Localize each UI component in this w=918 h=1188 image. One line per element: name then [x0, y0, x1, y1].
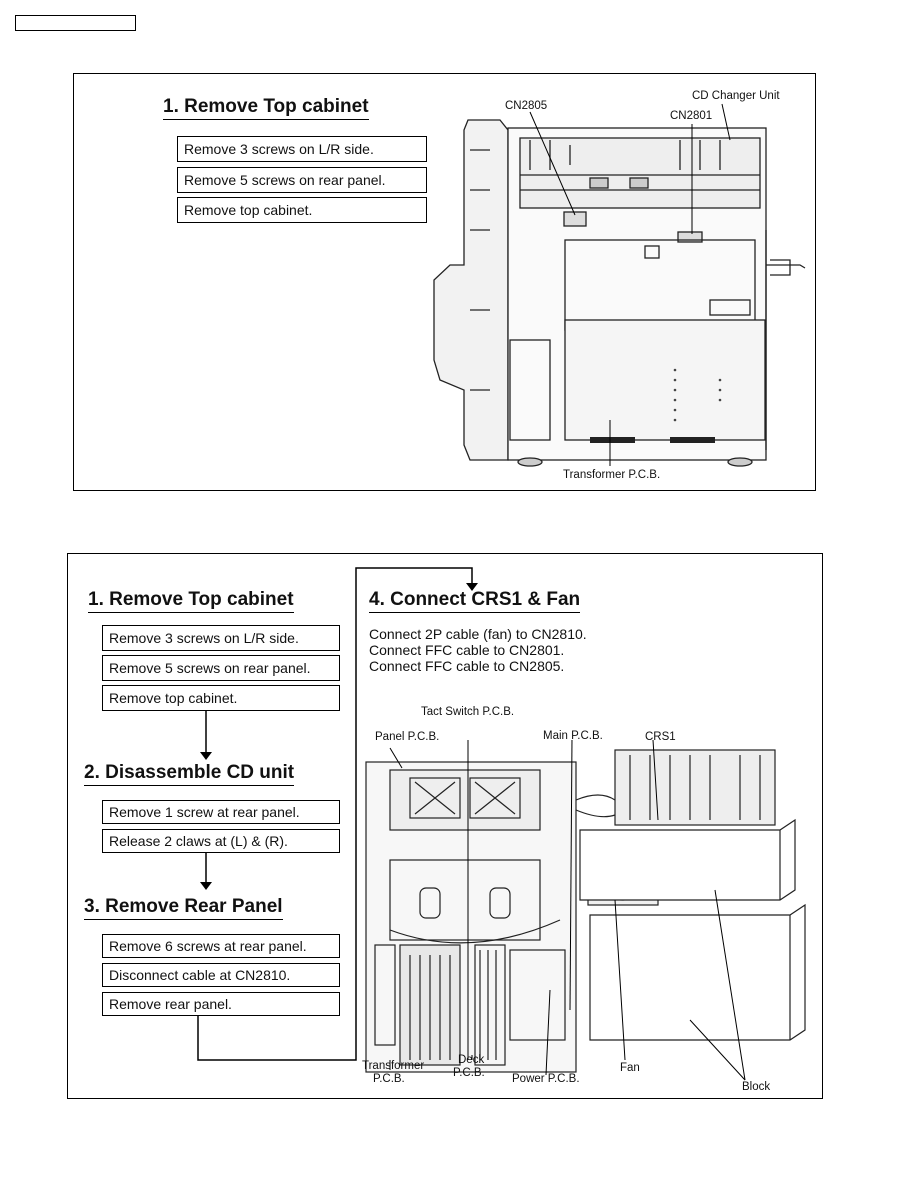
label-block: Block [742, 1081, 771, 1093]
label-transformer-line1: Transformer [362, 1060, 425, 1072]
step4-title: 4. Connect CRS1 & Fan [369, 589, 581, 613]
step1-item-1: Remove 3 screws on L/R side. [102, 625, 340, 651]
flow-arrows [197, 567, 478, 1061]
bottom-panel [67, 553, 823, 1099]
top-unit-drawing [433, 103, 806, 467]
step2-title: 2. Disassemble CD unit [84, 762, 295, 786]
label-crs1: CRS1 [645, 731, 676, 743]
top-panel [73, 73, 816, 491]
label-cd-changer-unit: CD Changer Unit [692, 90, 780, 102]
label-tact-switch-pcb: Tact Switch P.C.B. [421, 706, 515, 718]
label-main-pcb: Main P.C.B. [543, 730, 603, 742]
top-step-3: Remove top cabinet. [177, 197, 427, 223]
top-title: 1. Remove Top cabinet [163, 96, 369, 120]
step4-note-3: Connect FFC cable to CN2805. [369, 658, 565, 674]
top-step-1: Remove 3 screws on L/R side. [177, 136, 427, 162]
step3-item-2: Disconnect cable at CN2810. [102, 963, 340, 987]
step4-note-2: Connect FFC cable to CN2801. [369, 642, 565, 658]
step2-item-2: Release 2 claws at (L) & (R). [102, 829, 340, 853]
header-box [15, 15, 136, 31]
label-power-pcb: Power P.C.B. [512, 1073, 580, 1085]
step3-title: 3. Remove Rear Panel [84, 896, 283, 920]
step1-item-2: Remove 5 screws on rear panel. [102, 655, 340, 681]
label-fan: Fan [620, 1062, 640, 1074]
bottom-unit-drawing [365, 740, 806, 1081]
label-panel-pcb: Panel P.C.B. [375, 731, 440, 743]
label-transformer-line2: P.C.B. [373, 1073, 405, 1085]
step4-note-1: Connect 2P cable (fan) to CN2810. [369, 626, 587, 642]
step2-item-1: Remove 1 screw at rear panel. [102, 800, 340, 824]
label-deck-line2: P.C.B. [453, 1067, 485, 1079]
label-deck-line1: Deck [458, 1054, 485, 1066]
step3-item-1: Remove 6 screws at rear panel. [102, 934, 340, 958]
top-step-2: Remove 5 screws on rear panel. [177, 167, 427, 193]
step1-title: 1. Remove Top cabinet [88, 589, 294, 613]
step3-item-3: Remove rear panel. [102, 992, 340, 1016]
label-cn2805: CN2805 [505, 100, 548, 112]
label-cn2801: CN2801 [670, 110, 713, 122]
step1-item-3: Remove top cabinet. [102, 685, 340, 711]
label-transformer-pcb-top: Transformer P.C.B. [563, 469, 661, 481]
